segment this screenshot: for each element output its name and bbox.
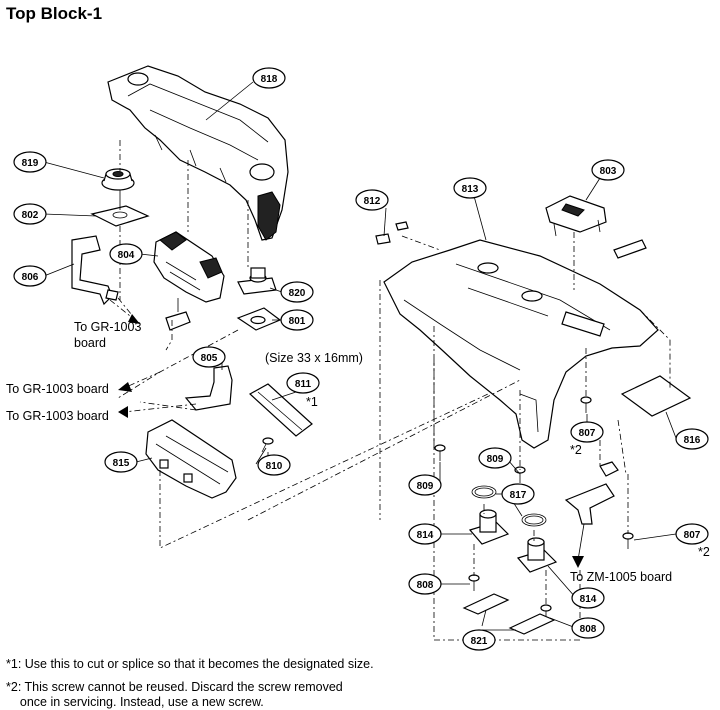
callout-801: 801 <box>280 309 314 331</box>
page-title: Top Block-1 <box>6 4 103 23</box>
callout-812: 812 <box>355 189 389 211</box>
callout-label: 801 <box>289 316 306 327</box>
screw-810 <box>261 437 274 453</box>
callout-label: 812 <box>364 196 381 207</box>
label-to-gr1003-a-line2: board <box>74 336 106 350</box>
label-to-gr1003-b: To GR-1003 board <box>6 382 109 396</box>
callout-label: 818 <box>261 74 278 85</box>
callout-label: 806 <box>22 272 39 283</box>
footnote-1: *1: Use this to cut or splice so that it… <box>6 657 374 671</box>
strip-803 <box>613 239 647 259</box>
label-to-gr1003-a-line1: To GR-1003 <box>74 320 141 334</box>
callout-806: 806 <box>13 265 47 287</box>
callout-label: 807 <box>579 428 596 439</box>
arrow-zm1005 <box>572 523 585 568</box>
callout-807-b: 807 <box>675 523 709 545</box>
callout-815: 815 <box>104 451 138 473</box>
callout-label: 809 <box>487 454 504 465</box>
callout-label: 817 <box>510 490 527 501</box>
top-cover-818 <box>107 65 289 241</box>
callout-821: 821 <box>462 629 496 651</box>
callout-label: 803 <box>600 166 617 177</box>
flex-805 <box>184 365 233 411</box>
callout-805: 805 <box>192 346 226 368</box>
callout-813: 813 <box>453 177 487 199</box>
callout-804: 804 <box>109 243 143 265</box>
callout-label: 802 <box>22 210 39 221</box>
callout-label: 814 <box>580 594 597 605</box>
callout-label: 805 <box>201 353 218 364</box>
callout-label: 804 <box>118 250 135 261</box>
callout-label: 809 <box>417 481 434 492</box>
callout-label: 807 <box>684 530 701 541</box>
callout-807-a: 807 <box>570 421 604 443</box>
arrow-gr1003-c <box>118 403 197 418</box>
callout-809-b: 809 <box>478 447 512 469</box>
screw-807-a <box>580 396 592 413</box>
callout-819: 819 <box>13 151 47 173</box>
boss-814-a <box>468 509 510 545</box>
leader-lines <box>43 81 677 631</box>
callout-label: 811 <box>295 379 312 390</box>
label-size: (Size 33 x 16mm) <box>265 351 363 365</box>
callout-label: 808 <box>417 580 434 591</box>
callout-811: 811 <box>286 372 320 394</box>
callout-label: 821 <box>471 636 488 647</box>
label-to-gr1003-c: To GR-1003 board <box>6 409 109 423</box>
screw-808-a <box>468 574 480 591</box>
callout-814-b: 814 <box>571 587 605 609</box>
callout-810: 810 <box>257 454 291 476</box>
clip-803 <box>545 195 607 237</box>
arrow-gr1003-b <box>118 371 161 392</box>
knob-819 <box>101 168 135 191</box>
screw-809-a <box>434 444 446 461</box>
pad-812 <box>375 221 409 245</box>
callout-label: 815 <box>113 458 130 469</box>
label-star1: *1 <box>306 395 318 409</box>
plate-802 <box>90 190 150 227</box>
callout-803: 803 <box>591 159 625 181</box>
flex-zm1005 <box>564 461 619 525</box>
module-804 <box>153 231 225 331</box>
label-star2-a: *2 <box>570 443 582 457</box>
plate-801 <box>236 307 282 331</box>
footnote-2: *2: This screw cannot be reused. Discard… <box>6 680 343 709</box>
callout-label: 819 <box>22 158 39 169</box>
ring-817-b <box>521 513 547 527</box>
callout-816: 816 <box>675 428 709 450</box>
arrow-gr1003-a <box>117 297 140 324</box>
flex-cable-806 <box>71 235 119 306</box>
callout-label: 814 <box>417 530 434 541</box>
main-frame-813 <box>383 239 659 449</box>
sheet-821 <box>462 593 556 635</box>
screw-807-b <box>622 532 634 549</box>
callout-802: 802 <box>13 203 47 225</box>
holder-815 <box>145 419 237 499</box>
callout-808-a: 808 <box>408 573 442 595</box>
callout-814-a: 814 <box>408 523 442 545</box>
boss-820 <box>237 267 277 295</box>
callout-820: 820 <box>280 281 314 303</box>
callout-809-a: 809 <box>408 474 442 496</box>
label-star2-b: *2 <box>698 545 710 559</box>
callout-label: 808 <box>580 624 597 635</box>
sheet-811 <box>248 383 313 437</box>
callout-817: 817 <box>501 483 535 505</box>
callout-label: 813 <box>462 184 479 195</box>
callout-818: 818 <box>252 67 286 89</box>
label-to-zm1005: To ZM-1005 board <box>570 570 672 584</box>
boss-814-b <box>516 537 558 573</box>
callout-label: 810 <box>266 461 283 472</box>
callout-808-b: 808 <box>571 617 605 639</box>
ring-817-a <box>471 485 497 499</box>
callout-label: 820 <box>289 288 306 299</box>
sheet-816 <box>620 375 692 417</box>
callout-label: 816 <box>684 435 701 446</box>
